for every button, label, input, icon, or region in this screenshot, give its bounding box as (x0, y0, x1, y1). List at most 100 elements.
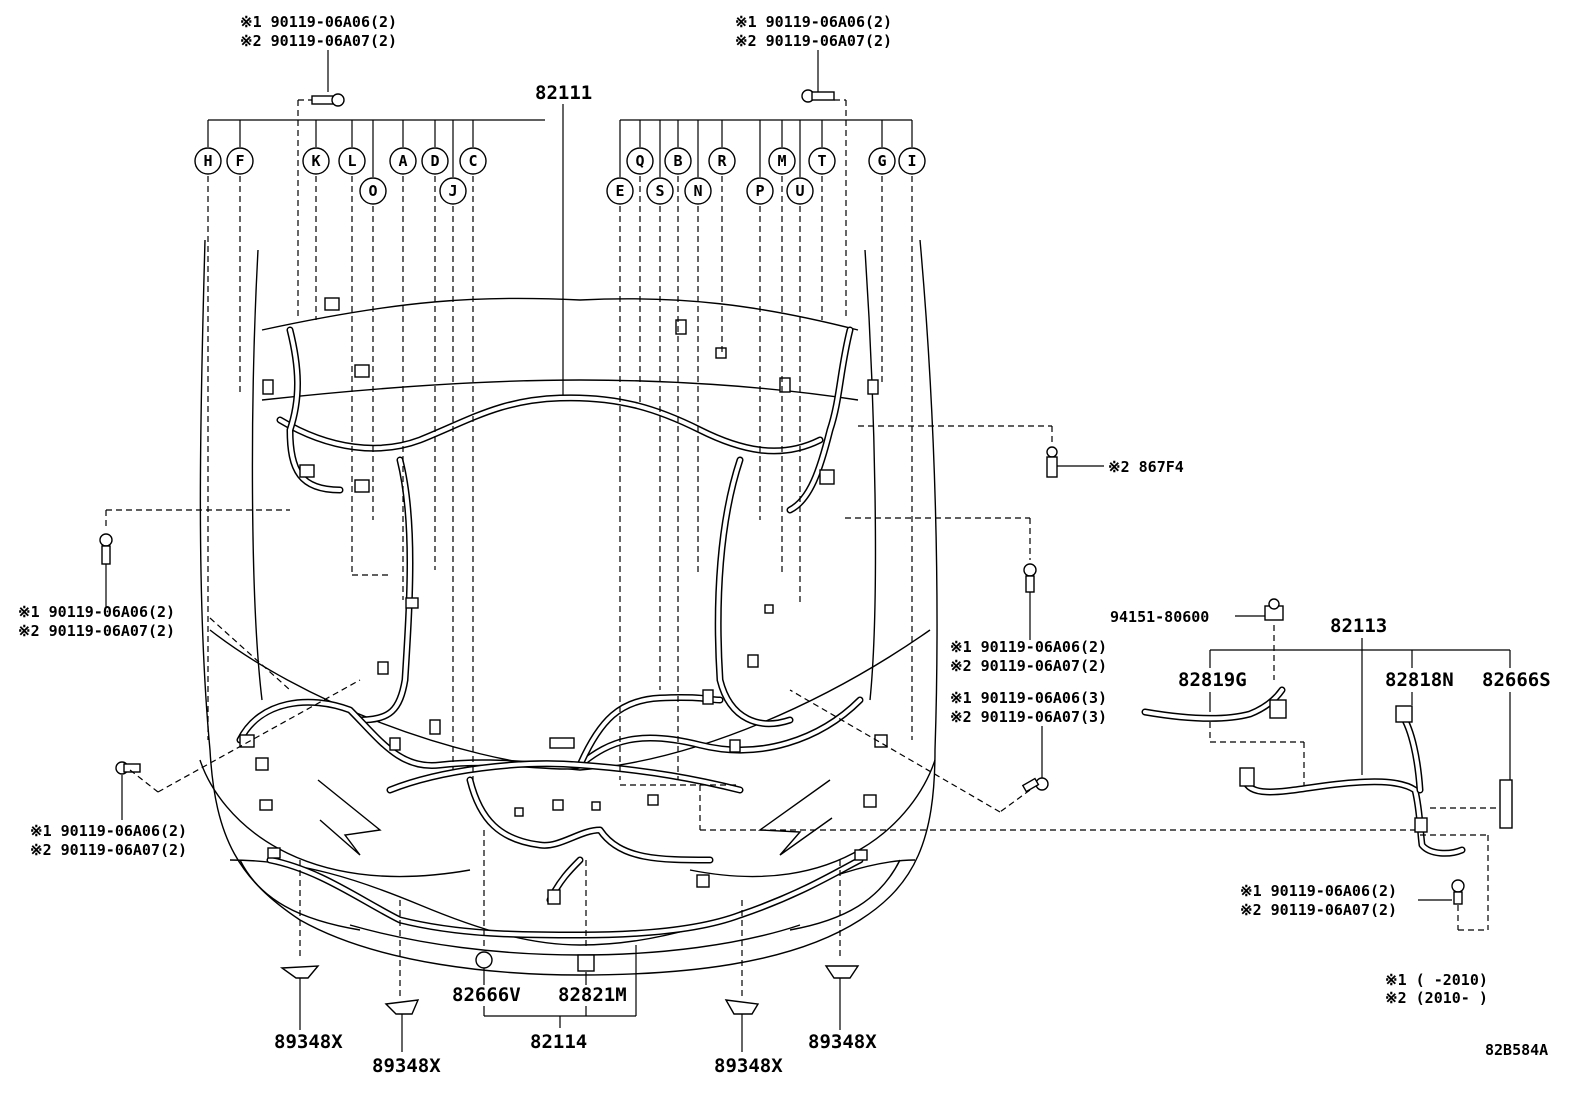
right-bolt-lower: ※1 90119-06A06(3) ※2 90119-06A07(3) (789, 689, 1107, 813)
bolt-icon (99, 533, 113, 565)
right-upper-note-line2: ※2 90119-06A07(2) (950, 657, 1107, 675)
part-82821m-label: 82821M (558, 984, 627, 1006)
callout-circle-m: M (768, 120, 796, 175)
legend-line2: ※2 (2010- ) (1385, 989, 1488, 1007)
grommet-icon (577, 954, 595, 972)
clip-icon (724, 999, 760, 1052)
right-bolt-upper: ※1 90119-06A06(2) ※2 90119-06A07(2) (845, 517, 1107, 675)
clip-icon (279, 965, 320, 1030)
sub-assembly-bolt-note-line1: ※1 90119-06A06(2) (1240, 882, 1397, 900)
callout-letter: U (795, 182, 804, 200)
legend: ※1 ( -2010) ※2 (2010- ) (1385, 971, 1488, 1007)
callout-circle-u: U (786, 120, 814, 205)
callout-letter: P (755, 182, 764, 200)
top-right-bolt-note-line1: ※1 90119-06A06(2) (735, 13, 892, 31)
callout-letter: J (448, 182, 457, 200)
callout-letter: F (235, 152, 244, 170)
callout-letter: L (347, 152, 356, 170)
callout-letter: N (693, 182, 702, 200)
part-82818n-label: 82818N (1385, 669, 1454, 691)
callout-circle-s: S (646, 120, 674, 205)
callout-circle-p: P (746, 120, 774, 205)
callout-letter: T (817, 152, 826, 170)
sub-assembly-label: 82113 (1330, 615, 1387, 637)
sub-assembly-bolt-note-line2: ※2 90119-06A07(2) (1240, 901, 1397, 919)
callout-letter: A (398, 152, 407, 170)
callout-letter: B (673, 152, 682, 170)
left-lower-note-line1: ※1 90119-06A06(2) (30, 822, 187, 840)
right-upper-note-line1: ※1 90119-06A06(2) (950, 638, 1107, 656)
top-right-bolt-note: ※1 90119-06A06(2) ※2 90119-06A07(2) (735, 13, 892, 92)
nut-icon (1264, 598, 1284, 621)
callout-letter: C (468, 152, 477, 170)
callout-circle-a: A (389, 120, 417, 175)
bolt-icon (1451, 879, 1465, 905)
callout-circle-t: T (808, 120, 836, 175)
callout-letter: M (777, 152, 786, 170)
callout-circle-b: B (664, 120, 692, 175)
right-lower-note-line1: ※1 90119-06A06(3) (950, 689, 1107, 707)
callout-circle-o: O (359, 120, 387, 205)
top-left-bolt-note-line1: ※1 90119-06A06(2) (240, 13, 397, 31)
callout-letter: S (655, 182, 664, 200)
callout-letter: K (311, 152, 320, 170)
callout-circle-q: Q (626, 120, 654, 175)
callout-circle-c: C (459, 120, 487, 175)
legend-line1: ※1 ( -2010) (1385, 971, 1488, 989)
callout-letter: I (907, 152, 916, 170)
clip-icon (384, 999, 420, 1052)
bolt-icon (115, 761, 141, 775)
main-harness-label: 82111 (535, 82, 592, 104)
left-lower-note-line2: ※2 90119-06A07(2) (30, 841, 187, 859)
bottom-parts: 82666V 82821M 82114 89348X 89348X 89348X (274, 830, 877, 1077)
top-left-bolt-note: ※1 90119-06A06(2) ※2 90119-06A07(2) (240, 13, 397, 92)
callout-circle-e: E (606, 120, 634, 205)
main-harness-routing (236, 326, 864, 939)
callout-letter: R (717, 152, 727, 170)
callout-circle-h: H (194, 120, 222, 175)
clip-89348x-label-1: 89348X (274, 1031, 343, 1053)
callout-letter: O (368, 182, 377, 200)
callout-circle-i: I (898, 120, 926, 175)
bolt-icon (1021, 777, 1049, 793)
callout-letter: D (430, 152, 439, 170)
callout-leaders (207, 176, 913, 830)
part-94151-label: 94151-80600 (1110, 608, 1209, 626)
callout-circle-j: J (439, 120, 467, 205)
clip-867f4: ※2 867F4 (858, 425, 1184, 478)
bolt-icon (1023, 563, 1037, 593)
harness-connectors (239, 297, 888, 905)
part-82666s-label: 82666S (1482, 669, 1551, 691)
clip-89348x-label-3: 89348X (714, 1055, 783, 1077)
top-right-bolt-note-line2: ※2 90119-06A07(2) (735, 32, 892, 50)
callout-circle-d: D (421, 120, 449, 175)
grommet-icon (475, 951, 493, 969)
callout-letter: E (615, 182, 624, 200)
clip-icon (824, 965, 860, 1030)
callout-circle-f: F (226, 120, 254, 175)
part-82114-label: 82114 (530, 1031, 587, 1053)
left-bolt-lower: ※1 90119-06A06(2) ※2 90119-06A07(2) (30, 679, 361, 859)
bolt-icon (801, 89, 835, 103)
callout-letter: G (877, 152, 886, 170)
callout-letter: H (203, 152, 212, 170)
clip-icon (1046, 446, 1058, 478)
left-upper-note-line1: ※1 90119-06A06(2) (18, 603, 175, 621)
callout-circle-k: K (302, 120, 330, 175)
callout-circle-l: L (338, 120, 366, 175)
left-upper-note-line2: ※2 90119-06A07(2) (18, 622, 175, 640)
bolt-icon (311, 93, 345, 107)
part-82819g-label: 82819G (1178, 669, 1247, 691)
clip-89348x-label-2: 89348X (372, 1055, 441, 1077)
vehicle-body-outline (199, 239, 938, 976)
callout-circle-r: R (708, 120, 736, 175)
top-left-bolt-note-line2: ※2 90119-06A07(2) (240, 32, 397, 50)
clip-867f4-label: ※2 867F4 (1108, 458, 1184, 476)
part-82666v-label: 82666V (452, 984, 521, 1006)
callout-circle-g: G (868, 120, 896, 175)
figure-code: 82B584A (1485, 1041, 1548, 1059)
left-bolt-upper: ※1 90119-06A06(2) ※2 90119-06A07(2) (18, 509, 291, 691)
